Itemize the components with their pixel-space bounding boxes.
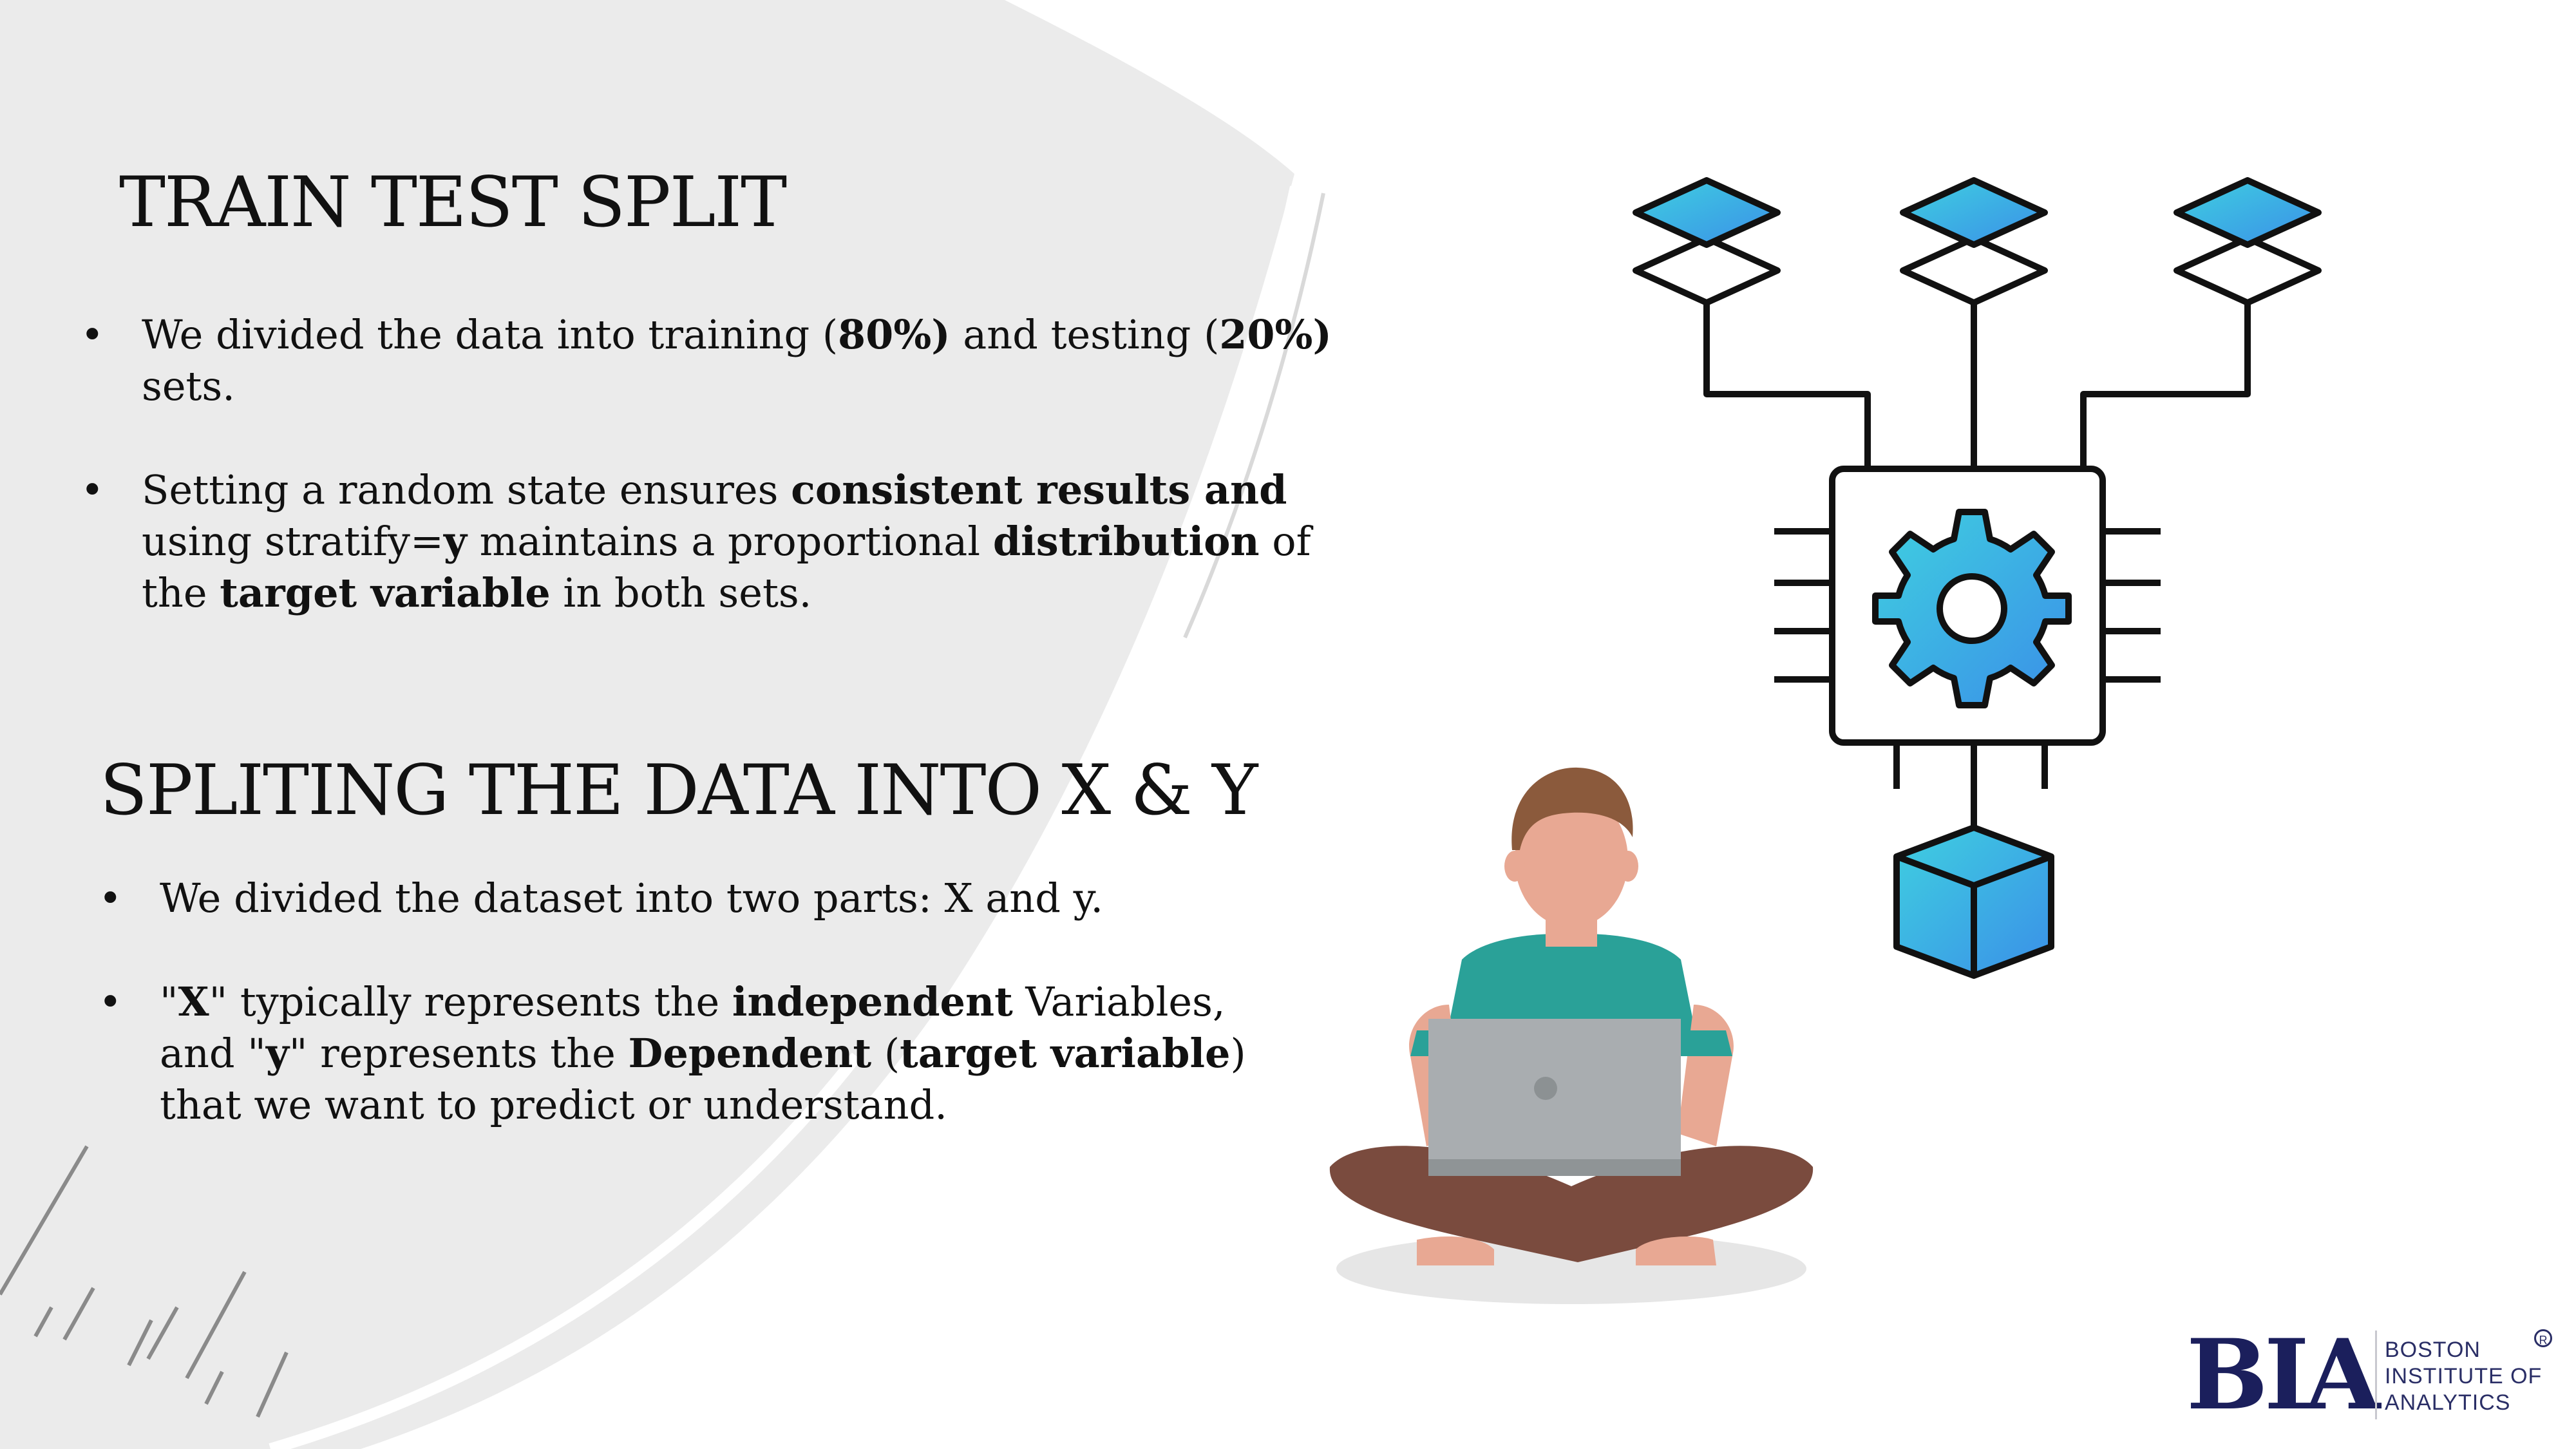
- section-title-train-test-split: TRAIN TEST SPLIT: [119, 162, 787, 243]
- text: " represents the: [289, 1030, 629, 1077]
- text: (: [871, 1030, 900, 1077]
- text: Variables, and ": [160, 978, 1226, 1077]
- text: maintains a proportional: [466, 518, 993, 565]
- text: using stratify=: [142, 518, 444, 565]
- registered-mark-icon: R: [2534, 1329, 2552, 1347]
- text: ) that we want to predict or understand.: [160, 1030, 1246, 1128]
- bullet-glyph: •: [99, 978, 122, 1025]
- bullet-x-and-y-meaning: • "X" typically represents the independe…: [99, 976, 1306, 1131]
- text: We divided the data into training (: [142, 311, 838, 358]
- logo-line-3: ANALYTICS: [2385, 1390, 2511, 1415]
- bullet-train-test-ratio: • We divided the data into training (80%…: [80, 309, 1430, 412]
- bullet-glyph: •: [80, 311, 104, 358]
- text: of the: [142, 518, 1311, 616]
- text-bold: Dependent: [628, 1030, 872, 1077]
- text: " typically represents the: [209, 978, 732, 1025]
- splitting-x-y-bullets: • We divided the dataset into two parts:…: [99, 873, 1319, 1183]
- text: sets.: [142, 363, 235, 410]
- text: Setting a random state ensures: [142, 466, 791, 513]
- train-test-split-bullets: • We divided the data into training (80%…: [80, 309, 1430, 671]
- logo-line-2: INSTITUTE OF: [2385, 1364, 2543, 1388]
- text: in both sets.: [550, 569, 812, 616]
- text: We divided the dataset into two parts: X…: [160, 875, 1104, 922]
- text-bold: X: [178, 978, 209, 1025]
- bullet-random-state: • Setting a random state ensures consist…: [80, 464, 1372, 619]
- logo-line-1: BOSTON: [2385, 1338, 2481, 1362]
- text-bold: 80%): [838, 311, 951, 358]
- text-bold: distribution: [992, 518, 1260, 565]
- section-title-splitting-x-y: SPLITING THE DATA INTO X & Y: [100, 750, 1258, 831]
- text-bold: 20%): [1219, 311, 1332, 358]
- person-with-laptop-illustration: [1329, 767, 1814, 1304]
- text-bold: y: [443, 518, 467, 565]
- text-bold: y: [265, 1030, 289, 1077]
- network-gear-chip-icon: [1633, 177, 2322, 979]
- logo-divider: [2375, 1331, 2377, 1419]
- text-bold: independent: [732, 978, 1013, 1025]
- bullet-two-parts: • We divided the dataset into two parts:…: [99, 873, 1319, 924]
- text-bold: target variable: [220, 569, 551, 616]
- text-bold: consistent results and: [791, 466, 1287, 513]
- logo-subtitle: BOSTON INSTITUTE OF ANALYTICS: [2385, 1337, 2542, 1416]
- text: and testing (: [950, 311, 1220, 358]
- bullet-glyph: •: [99, 875, 122, 922]
- text-bold: target variable: [900, 1030, 1231, 1077]
- text: ": [160, 978, 178, 1025]
- logo-mark: BIA: [2186, 1318, 2380, 1432]
- bia-logo: BIA BOSTON INSTITUTE OF ANALYTICS R: [2186, 1318, 2552, 1432]
- bullet-glyph: •: [80, 466, 104, 513]
